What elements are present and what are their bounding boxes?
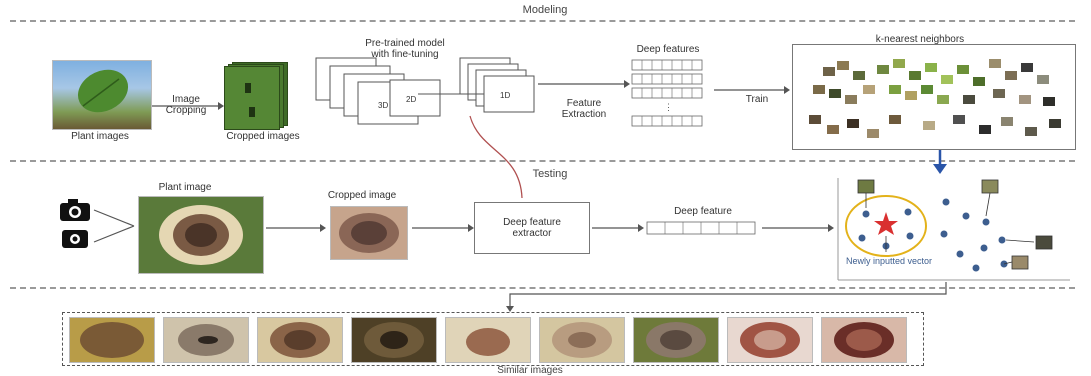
modeling-title: Modeling	[522, 4, 568, 16]
testing-results-divider	[10, 287, 1075, 289]
similar-image-4	[351, 317, 437, 363]
phone-camera-icon	[60, 228, 90, 250]
arrow-features-to-knn	[714, 86, 790, 94]
modeling-testing-divider	[10, 160, 1075, 162]
pretrained-model-label: Pre-trained model with fine-tuning	[365, 38, 445, 60]
arrow-cropped-to-extractor	[412, 224, 474, 232]
similar-image-1	[69, 317, 155, 363]
testing-title: Testing	[532, 168, 568, 180]
deep-features-label: Deep features	[636, 44, 700, 55]
knn-label: k-nearest neighbors	[875, 34, 965, 45]
cropped-image-lesion	[330, 206, 408, 260]
deep-feature-extractor-label: Deep feature extractor	[503, 217, 561, 239]
modeling-divider-top	[10, 20, 1075, 22]
newly-inputted-vector-label: Newly inputted vector	[845, 256, 933, 266]
similar-images-label: Similar images	[497, 365, 563, 376]
similar-image-3	[257, 317, 343, 363]
cropped-image-label: Cropped image	[327, 190, 397, 201]
arrow-plant-to-cropped-test	[266, 224, 326, 232]
arrow-plant-to-cropped	[152, 102, 224, 110]
similar-image-5	[445, 317, 531, 363]
plant-image-leaf	[52, 60, 152, 130]
deep-feature-extractor-box: Deep feature extractor	[474, 202, 590, 254]
cropped-images-label: Cropped images	[226, 131, 300, 142]
arrows-cameras-to-plant	[93, 209, 135, 243]
svg-text:⋮: ⋮	[664, 102, 673, 112]
image-cropping-label: Image Cropping	[165, 94, 207, 116]
similar-image-9	[821, 317, 907, 363]
knn-query-panel: Newly inputted vector	[836, 176, 1072, 282]
knn-thumbnail-scatter	[809, 59, 1061, 138]
svg-text:3D: 3D	[378, 101, 388, 110]
deep-feature-vector	[646, 221, 756, 235]
arrow-knn-to-query	[933, 150, 947, 174]
plant-images-label: Plant images	[71, 131, 129, 142]
knn-embedding-panel	[792, 44, 1076, 150]
similar-images-strip	[62, 312, 924, 366]
deep-features-vectors: ⋮	[631, 59, 703, 127]
feature-extraction-label: Feature Extraction	[561, 98, 607, 120]
arrow-query-to-results	[506, 282, 947, 312]
arrow-model-to-features	[538, 80, 630, 88]
cnn-model-diagram: 3D 2D 1D	[315, 57, 535, 125]
similar-image-6	[539, 317, 625, 363]
shared-extractor-curve	[469, 115, 523, 199]
arrow-extractor-to-feature	[592, 224, 644, 232]
similar-image-7	[633, 317, 719, 363]
arrow-feature-to-query	[762, 224, 834, 232]
train-label: Train	[745, 94, 769, 105]
plant-image-lesion	[138, 196, 264, 274]
cropped-images-stack	[224, 62, 288, 130]
camera-icon	[58, 198, 92, 222]
similar-image-2	[163, 317, 249, 363]
leaf-illustration	[77, 69, 129, 113]
deep-feature-label: Deep feature	[674, 206, 732, 217]
plant-image-label: Plant image	[158, 182, 212, 193]
svg-text:1D: 1D	[500, 91, 510, 100]
similar-image-8	[727, 317, 813, 363]
svg-text:2D: 2D	[406, 95, 416, 104]
